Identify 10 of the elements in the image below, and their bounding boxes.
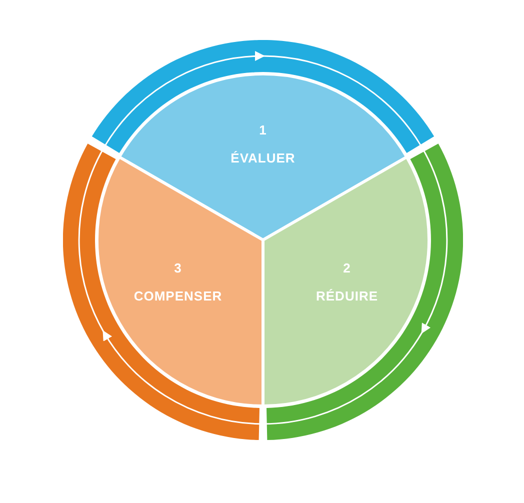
- step-number: 3: [174, 260, 182, 276]
- cycle-segment: [90, 40, 436, 240]
- step-number: 2: [343, 260, 351, 276]
- step-label: RÉDUIRE: [316, 288, 378, 304]
- step-number: 1: [259, 122, 267, 138]
- step-label: COMPENSER: [134, 288, 222, 304]
- cycle-arrow: [262, 55, 448, 334]
- step-label: ÉVALUER: [230, 150, 296, 166]
- cycle-arrow: [78, 52, 265, 332]
- cycle-arrow: [102, 330, 423, 424]
